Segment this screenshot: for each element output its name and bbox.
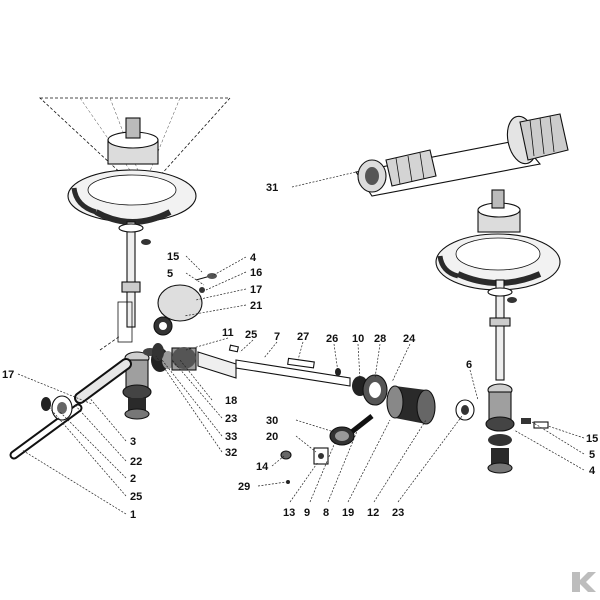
callout-15-left: 15 xyxy=(167,251,179,263)
callout-27: 27 xyxy=(297,331,309,343)
callout-7: 7 xyxy=(274,331,280,343)
callout-8: 8 xyxy=(323,507,329,519)
callout-12: 12 xyxy=(367,507,379,519)
right-vertical-shaft xyxy=(487,279,517,381)
callout-23-bottom: 23 xyxy=(392,507,404,519)
callout-15-right: 15 xyxy=(586,433,598,445)
callout-32: 32 xyxy=(225,447,237,459)
left-vertical-shaft xyxy=(117,221,151,343)
callout-10: 10 xyxy=(352,333,364,345)
right-bevel-gear-stack xyxy=(485,383,549,474)
callout-19: 19 xyxy=(342,507,354,519)
callout-4-right: 4 xyxy=(589,465,596,477)
callout-16: 16 xyxy=(250,267,262,279)
callout-25-mid: 25 xyxy=(245,329,257,341)
callout-23-left: 23 xyxy=(225,413,237,425)
pto-drive-shaft xyxy=(355,113,569,197)
callout-3: 3 xyxy=(130,436,136,448)
right-spreader-disc xyxy=(435,189,561,291)
callout-5-right: 5 xyxy=(589,449,595,461)
callout-33: 33 xyxy=(225,431,237,443)
callout-28: 28 xyxy=(374,333,386,345)
callout-2: 2 xyxy=(130,473,136,485)
right-bearing-housing xyxy=(342,374,475,440)
callout-30: 30 xyxy=(266,415,278,427)
callout-20: 20 xyxy=(266,431,278,443)
left-spreader-disc xyxy=(67,117,197,225)
side-gearbox-cover xyxy=(153,273,217,336)
callout-labels: 31 15 4 5 16 17 21 11 25 7 27 26 10 28 2… xyxy=(2,182,598,521)
callout-9: 9 xyxy=(304,507,310,519)
callout-5-left: 5 xyxy=(167,268,173,280)
main-shaft-tube xyxy=(152,343,351,387)
callout-6: 6 xyxy=(466,359,472,371)
callout-17-left: 17 xyxy=(2,369,14,381)
callout-21: 21 xyxy=(250,300,262,312)
callout-11: 11 xyxy=(222,327,234,339)
callout-29: 29 xyxy=(238,481,250,493)
callout-4-left: 4 xyxy=(250,252,257,264)
callout-22: 22 xyxy=(130,456,142,468)
worm-gear xyxy=(280,426,355,484)
callout-31: 31 xyxy=(266,182,278,194)
callout-24: 24 xyxy=(403,333,416,345)
left-input-shaft xyxy=(9,335,132,460)
callout-17-upper: 17 xyxy=(250,284,262,296)
leader-lines xyxy=(17,171,585,515)
callout-13: 13 xyxy=(283,507,295,519)
callout-14: 14 xyxy=(256,461,269,473)
callout-25-bottom: 25 xyxy=(130,491,142,503)
callout-26: 26 xyxy=(326,333,338,345)
left-bevel-gear-stack xyxy=(122,351,152,420)
kramp-k-logo-icon xyxy=(568,566,598,596)
callout-18: 18 xyxy=(225,395,237,407)
callout-1: 1 xyxy=(130,509,136,521)
